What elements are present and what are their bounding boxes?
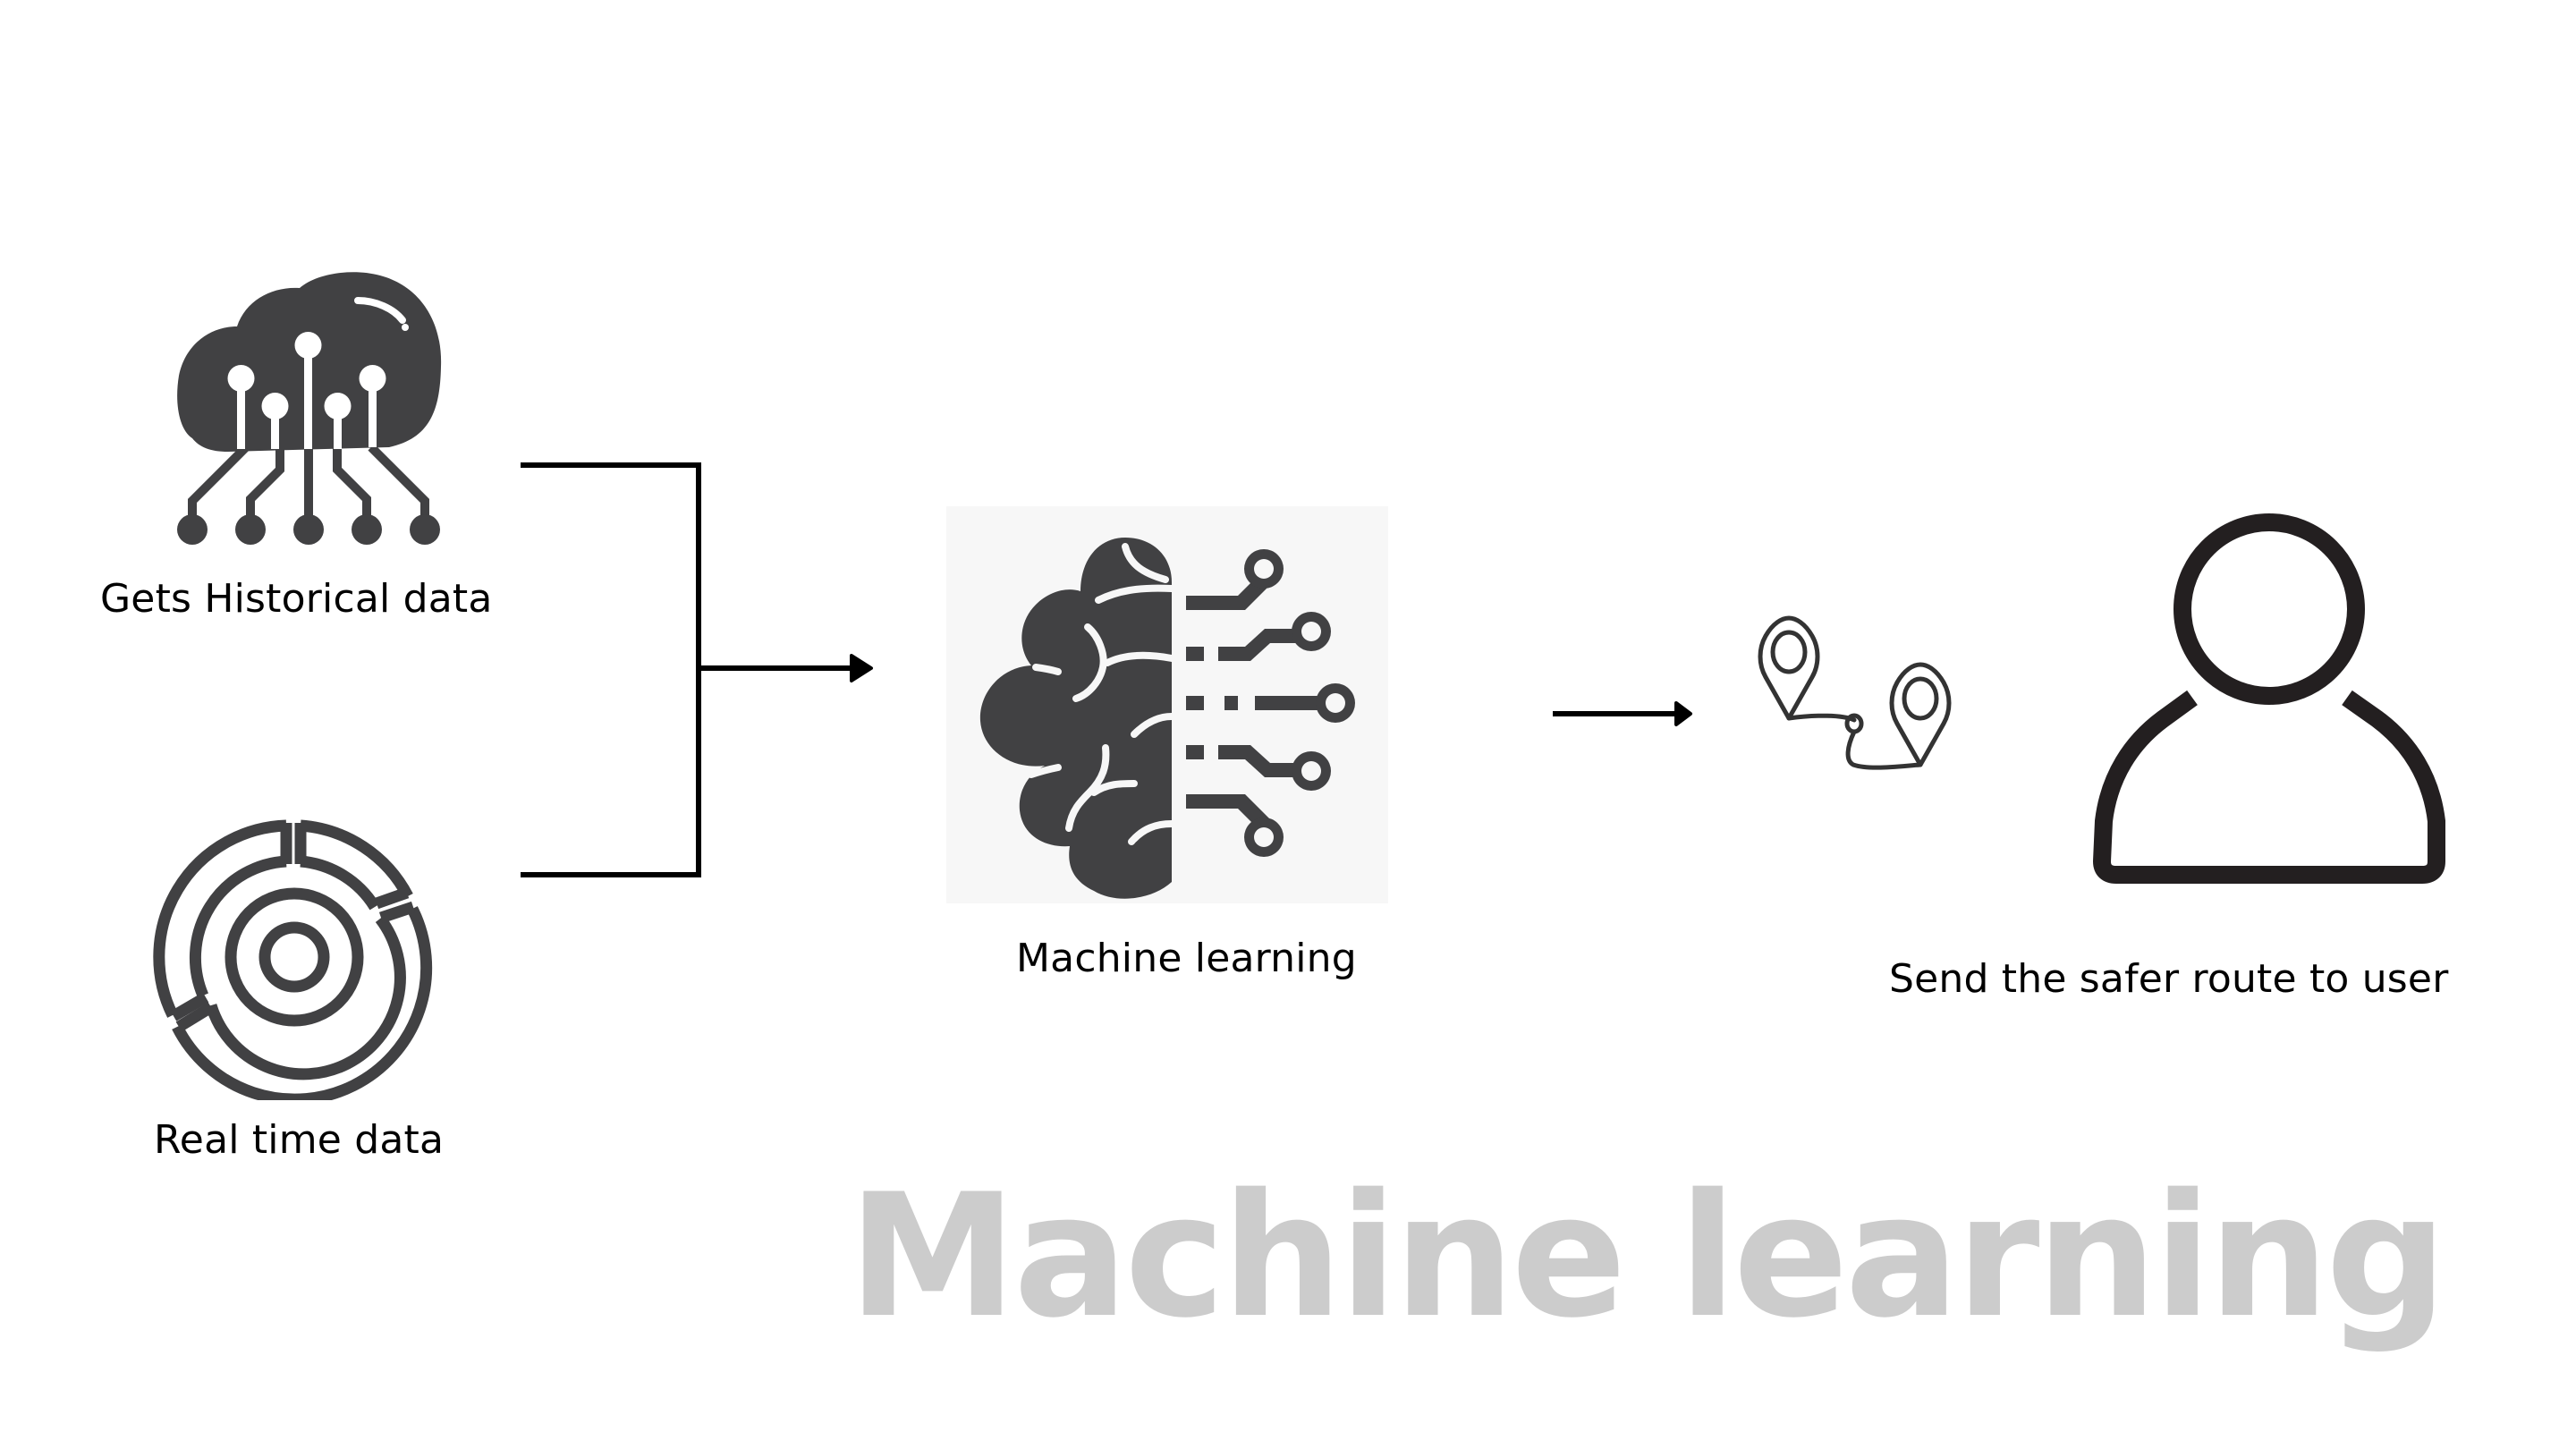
user-icon — [2091, 508, 2449, 884]
merge-connector-arrow — [519, 456, 894, 886]
ml-icon-panel — [946, 506, 1388, 903]
route-pins-icon — [1753, 613, 1959, 783]
send-route-label: Send the safer route to user — [1889, 956, 2449, 1002]
diagram-title: Machine learning — [848, 1157, 2447, 1355]
cloud-network-icon — [174, 268, 461, 546]
realtime-data-label: Real time data — [154, 1117, 445, 1163]
machine-learning-label: Machine learning — [1016, 936, 1357, 981]
historical-data-label: Gets Historical data — [100, 576, 493, 622]
output-arrow — [1551, 698, 1703, 733]
circular-maze-icon — [152, 814, 438, 1100]
brain-circuit-icon — [979, 538, 1355, 899]
